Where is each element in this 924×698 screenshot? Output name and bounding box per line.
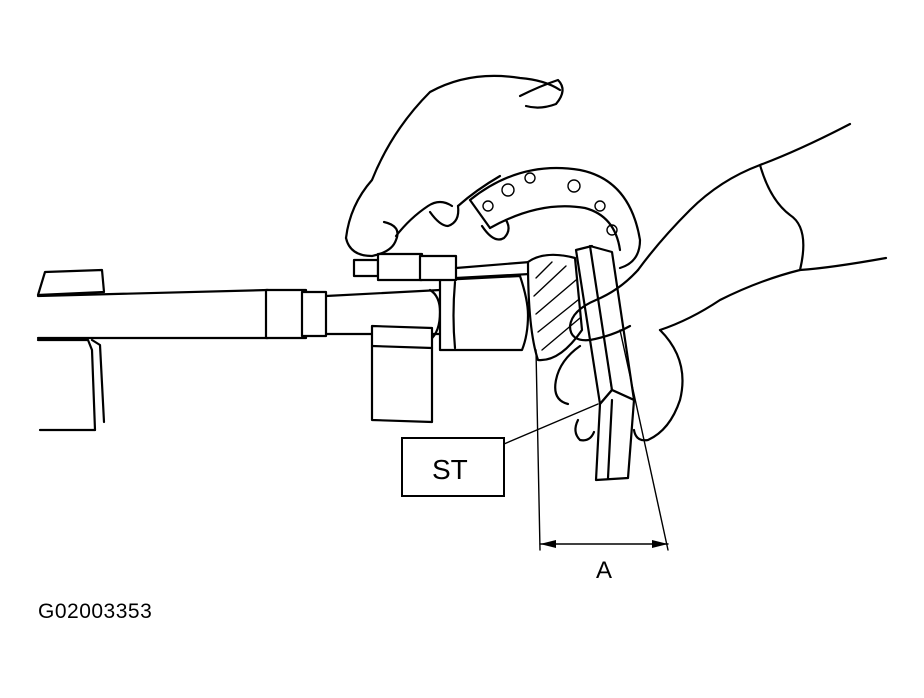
right-hand	[554, 122, 888, 442]
figure-code: G02003353	[38, 600, 153, 623]
tool-lower-block	[370, 324, 434, 424]
tool-end-block	[36, 268, 106, 432]
gauge-stem	[352, 252, 532, 282]
tool-shaft	[36, 288, 442, 342]
pinion-holder	[438, 274, 530, 352]
dimension-a-label: A	[596, 557, 612, 584]
st-callout: ST	[401, 403, 599, 497]
st-label: ST	[432, 454, 468, 485]
bearing-race	[468, 166, 642, 270]
special-tool-plate	[574, 244, 636, 482]
dimension-a: A	[535, 329, 669, 584]
pinion-gear	[526, 253, 584, 362]
upper-hand	[344, 74, 564, 258]
